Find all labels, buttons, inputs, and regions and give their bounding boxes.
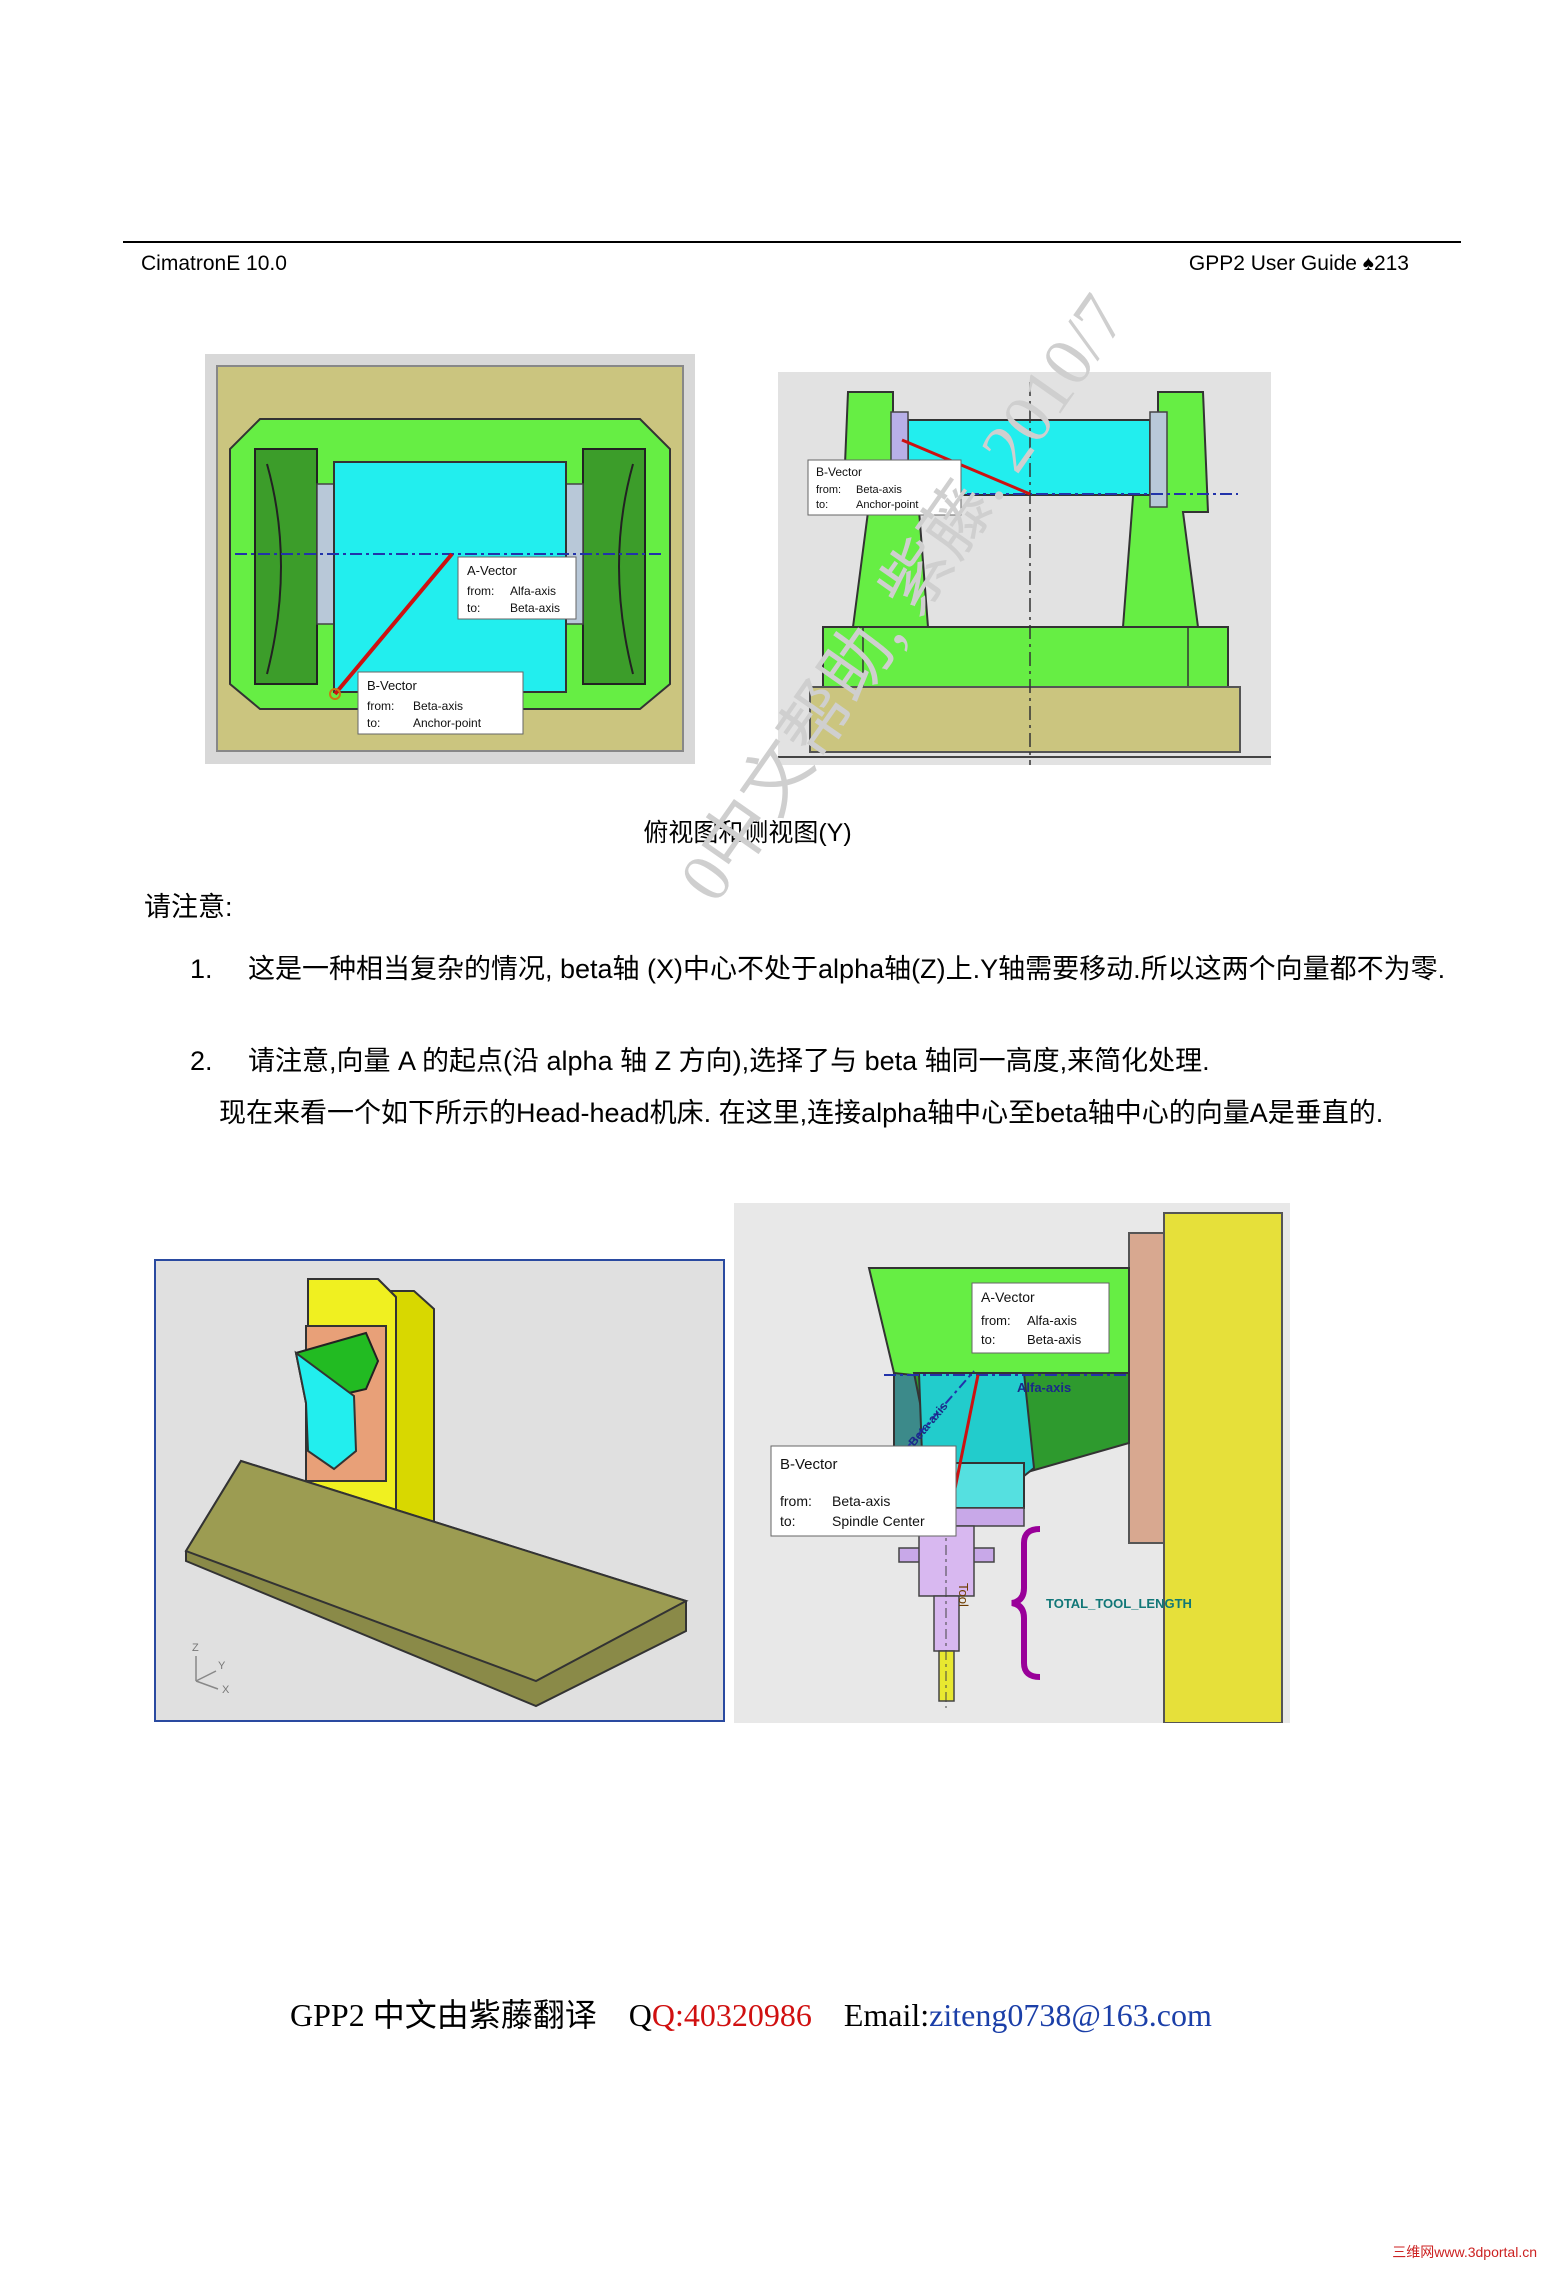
svg-text:Spindle Center: Spindle Center	[832, 1513, 925, 1529]
svg-text:to:: to:	[367, 716, 380, 730]
footer-qq-q: Q	[628, 1997, 652, 2033]
svg-text:Beta-axis: Beta-axis	[413, 699, 463, 713]
note-item-number: 2.	[190, 1046, 213, 1076]
top-b-vector-callout: B-Vector from: Beta-axis to: Anchor-poin…	[357, 671, 524, 735]
corner-site-mark: 三维网www.3dportal.cn	[1392, 2244, 1537, 2260]
axis-z-label: Z	[192, 1642, 199, 1654]
svg-text:to:: to:	[816, 499, 828, 511]
axis-triad: Z Y X	[192, 1642, 230, 1696]
detail-a-vector-title: A-Vector	[981, 1289, 1035, 1305]
note-item-number: 1.	[190, 954, 213, 984]
svg-text:Beta-axis: Beta-axis	[1027, 1332, 1082, 1347]
figure-head-head-machine: Z Y X	[154, 1259, 725, 1722]
footer-prefix: GPP2 中文由紫藤翻译	[290, 1997, 597, 2033]
svg-text:from:: from:	[816, 484, 841, 496]
svg-text:from:: from:	[467, 584, 494, 598]
svg-text:from:: from:	[780, 1493, 812, 1509]
figure1-caption: 俯视图和侧视图(Y)	[643, 819, 852, 847]
footer-qq: Q:40320986	[651, 1997, 812, 2033]
footer-email[interactable]: ziteng0738@163.com	[929, 1997, 1212, 2033]
side-b-vector-callout: B-Vector from: Beta-axis to: Anchor-poin…	[807, 459, 962, 516]
note-item-1: 1. 这是一种相当复杂的情况, beta轴 (X)中心不处于alpha轴(Z)上.…	[190, 946, 1460, 992]
svg-text:from:: from:	[981, 1313, 1011, 1328]
alfa-axis-label: Alfa-axis	[1017, 1380, 1071, 1395]
detail-a-vector-callout: A-Vector from: Alfa-axis to: Beta-axis	[971, 1282, 1110, 1354]
total-tool-length-label: TOTAL_TOOL_LENGTH	[1046, 1596, 1192, 1611]
tool-label: Tool	[956, 1583, 971, 1607]
svg-text:to:: to:	[981, 1332, 995, 1347]
footer-credit: GPP2 中文由紫藤翻译 QQ:40320986 Email:ziteng073…	[290, 1990, 1212, 2036]
top-a-vector-callout: A-Vector from: Alfa-axis to: Beta-axis	[457, 556, 577, 620]
note-item-2: 2. 请注意,向量 A 的起点(沿 alpha 轴 Z 方向),选择了与 beta…	[190, 1038, 1460, 1084]
detail-b-vector-title: B-Vector	[780, 1456, 838, 1473]
top-b-vector-title: B-Vector	[367, 678, 418, 693]
axis-x-label: X	[222, 1684, 230, 1696]
header-product: CimatronE 10.0	[141, 252, 287, 275]
svg-text:Beta-axis: Beta-axis	[856, 484, 902, 496]
svg-text:Anchor-point: Anchor-point	[856, 499, 918, 511]
svg-text:Anchor-point: Anchor-point	[413, 716, 482, 730]
svg-text:to:: to:	[780, 1513, 796, 1529]
header-rule	[123, 241, 1461, 243]
svg-text:Alfa-axis: Alfa-axis	[1027, 1313, 1077, 1328]
svg-text:Beta-axis: Beta-axis	[832, 1493, 890, 1509]
note-item-text: 请注意,向量 A 的起点(沿 alpha 轴 Z 方向),选择了与 beta 轴…	[248, 1046, 1210, 1076]
figure-head-detail: Tool Alfa-axis Beta-axis TOTAL_TOOL_LENG…	[734, 1203, 1290, 1723]
note-title: 请注意:	[144, 892, 233, 922]
note-item-text: 这是一种相当复杂的情况, beta轴 (X)中心不处于alpha轴(Z)上.Y轴…	[248, 954, 1446, 984]
side-b-vector-title: B-Vector	[816, 465, 862, 479]
detail-b-vector-callout: B-Vector from: Beta-axis to: Spindle Cen…	[770, 1445, 957, 1537]
svg-text:to:: to:	[467, 601, 480, 615]
header-guide-page: GPP2 User Guide ♠213	[1188, 252, 1409, 275]
top-a-vector-title: A-Vector	[467, 563, 518, 578]
axis-y-label: Y	[218, 1660, 226, 1672]
svg-text:from:: from:	[367, 699, 394, 713]
footer-email-label: Email:	[843, 1997, 930, 2033]
figure-top-view: A-Vector from: Alfa-axis to: Beta-axis B…	[205, 354, 695, 764]
body-paragraph: 现在来看一个如下所示的Head-head机床. 在这里,连接alpha轴中心至b…	[219, 1098, 1384, 1128]
svg-text:Alfa-axis: Alfa-axis	[510, 584, 556, 598]
figure-side-view: B-Vector from: Beta-axis to: Anchor-poin…	[778, 372, 1271, 765]
svg-text:Beta-axis: Beta-axis	[510, 601, 560, 615]
